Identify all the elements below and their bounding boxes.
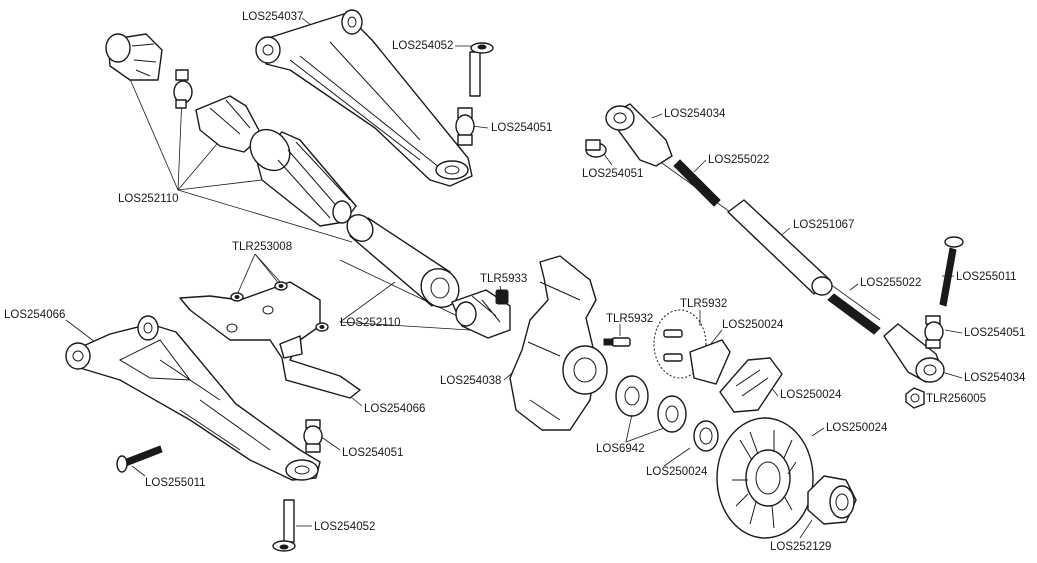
part-label-tlr5932: TLR5932 xyxy=(680,298,728,310)
lower-a-arm xyxy=(65,315,321,481)
part-label-los254037: LOS254037 xyxy=(242,11,304,23)
bearing-spacer xyxy=(693,420,719,452)
part-label-los254066: LOS254066 xyxy=(364,403,426,415)
caliper-bracket xyxy=(653,309,731,385)
part-label-tlr253008: TLR253008 xyxy=(232,241,293,253)
part-label-los254052: LOS254052 xyxy=(392,40,454,52)
part-label-tlr5933: TLR5933 xyxy=(480,273,528,285)
part-label-los250024: LOS250024 xyxy=(780,389,842,401)
part-label-los252129: LOS252129 xyxy=(770,541,832,553)
turnbuckle-sleeve xyxy=(727,199,833,296)
arm-shield-plate xyxy=(179,281,361,399)
part-label-los254034: LOS254034 xyxy=(664,108,726,120)
pivot-ball-right xyxy=(924,315,944,349)
part-label-los254051: LOS254051 xyxy=(491,122,553,134)
brake-caliper xyxy=(719,357,783,413)
long-screw-right xyxy=(939,236,964,307)
part-label-los251067: LOS251067 xyxy=(793,219,855,231)
bearing-pair xyxy=(615,375,687,433)
upper-hinge-pin xyxy=(469,42,494,97)
part-label-los255022: LOS255022 xyxy=(708,154,770,166)
part-label-los250024: LOS250024 xyxy=(826,422,888,434)
pivot-ball-lower xyxy=(303,419,323,453)
hub-carrier xyxy=(509,255,608,431)
part-label-los250024: LOS250024 xyxy=(646,466,708,478)
set-screw-tlr5933 xyxy=(495,289,509,305)
upper-a-arm xyxy=(255,9,473,187)
shield-screws xyxy=(230,281,329,332)
part-label-los254038: LOS254038 xyxy=(440,375,502,387)
brake-disc xyxy=(716,417,814,539)
rod-end-ball-upper xyxy=(585,139,607,158)
part-label-tlr256005: TLR256005 xyxy=(926,393,987,405)
rod-end-upper xyxy=(605,103,673,167)
upper-pivot-ball xyxy=(455,107,475,146)
part-label-los252110: LOS252110 xyxy=(118,193,179,205)
part-label-los255022: LOS255022 xyxy=(860,277,922,289)
lock-nut xyxy=(905,387,925,409)
turnbuckle-thread-upper xyxy=(673,159,721,207)
part-label-los255011: LOS255011 xyxy=(956,271,1017,283)
part-label-los255011: LOS255011 xyxy=(145,477,206,489)
part-label-los6942: LOS6942 xyxy=(596,443,645,455)
hex-hub-nut xyxy=(807,475,857,525)
part-label-los254051: LOS254051 xyxy=(582,168,644,180)
rod-end-lower xyxy=(883,323,945,383)
part-label-los254034: LOS254034 xyxy=(964,372,1026,384)
part-label-los254052: LOS254052 xyxy=(314,521,376,533)
cap-screw-tlr5932-a xyxy=(603,337,631,347)
leader-lines xyxy=(65,17,963,539)
lower-hinge-pin xyxy=(272,499,296,552)
part-label-los254066: LOS254066 xyxy=(4,309,66,321)
cvd-yoke xyxy=(105,33,163,81)
part-label-los252110: LOS252110 xyxy=(340,317,401,329)
splined-shaft xyxy=(249,128,357,227)
long-screw-lower xyxy=(116,445,163,473)
part-label-tlr5932: TLR5932 xyxy=(606,313,654,325)
axle-sleeve xyxy=(346,214,460,308)
cvd-pin-ball xyxy=(173,69,193,109)
part-label-los250024: LOS250024 xyxy=(722,319,784,331)
part-label-los254051: LOS254051 xyxy=(342,447,404,459)
part-label-los254051: LOS254051 xyxy=(964,327,1026,339)
turnbuckle-thread-lower xyxy=(827,293,881,335)
